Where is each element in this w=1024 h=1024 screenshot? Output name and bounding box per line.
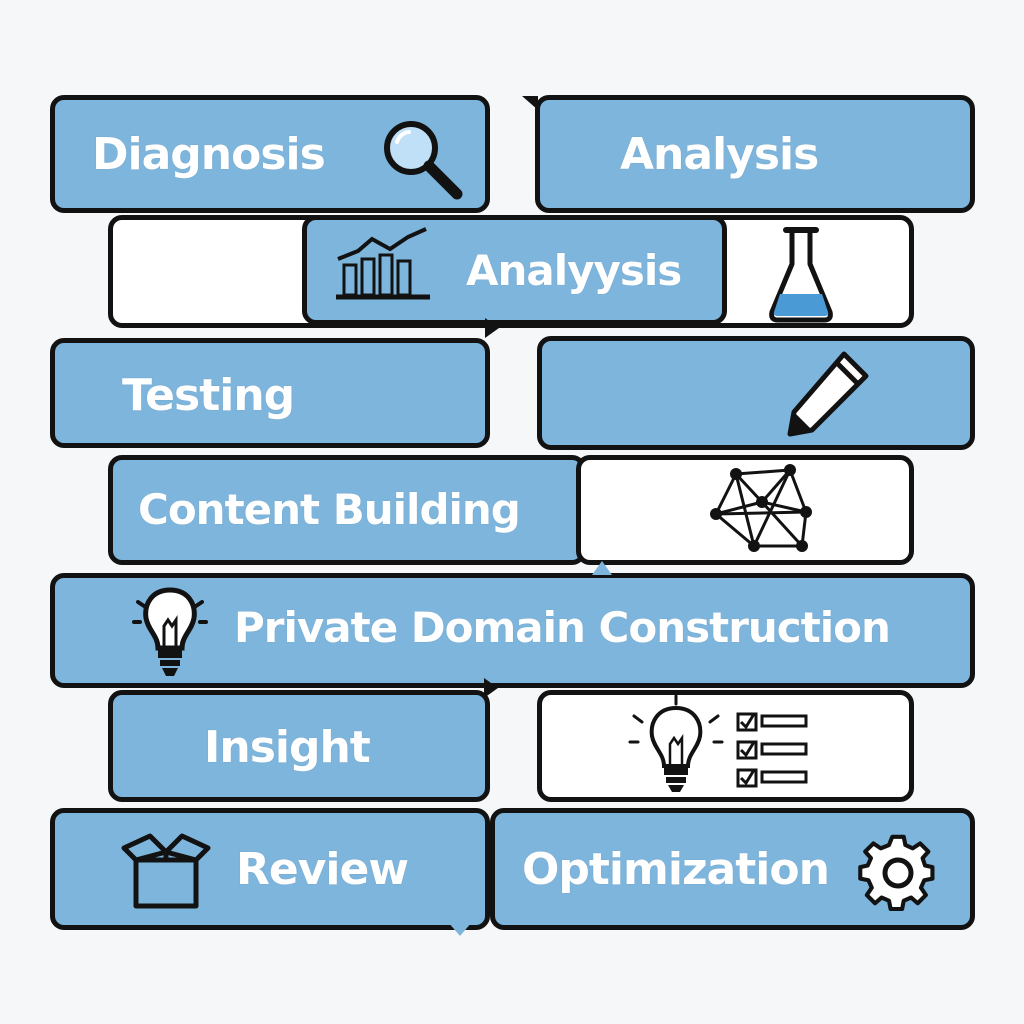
checklist-block — [537, 690, 914, 802]
testing-block — [50, 338, 490, 448]
content-building-label: Content Building — [138, 485, 521, 534]
optimization-label: Optimization — [522, 844, 830, 895]
pencil-block — [537, 336, 975, 450]
review-label: Review — [236, 844, 409, 895]
insight-block — [108, 690, 490, 802]
lightbulb-checklist-icon — [626, 694, 816, 800]
review-block — [50, 808, 490, 930]
analysis-top-label: Analysis — [620, 129, 819, 180]
gear-icon — [852, 830, 940, 918]
diagnosis-label: Diagnosis — [92, 129, 326, 180]
content-building-block — [108, 455, 586, 565]
connector-arrow — [592, 561, 612, 575]
magnifier-icon — [375, 112, 467, 204]
flask-icon — [766, 222, 836, 326]
private-domain-label: Private Domain Construction — [234, 603, 891, 652]
connector-arrow — [522, 96, 538, 110]
bar-chart-icon — [332, 225, 432, 303]
lightbulb-icon — [128, 584, 212, 680]
insight-label: Insight — [204, 722, 371, 773]
testing-label: Testing — [122, 370, 295, 421]
analysis-mid-label: Analyysis — [466, 246, 682, 295]
connector-arrow — [485, 318, 499, 338]
connector-arrow — [448, 922, 472, 936]
connector-arrow — [484, 678, 498, 698]
analysis-top-block — [535, 95, 975, 213]
network-icon — [706, 462, 818, 556]
pencil-icon — [778, 346, 874, 442]
private-domain-block — [50, 573, 975, 688]
box-icon — [120, 826, 212, 912]
